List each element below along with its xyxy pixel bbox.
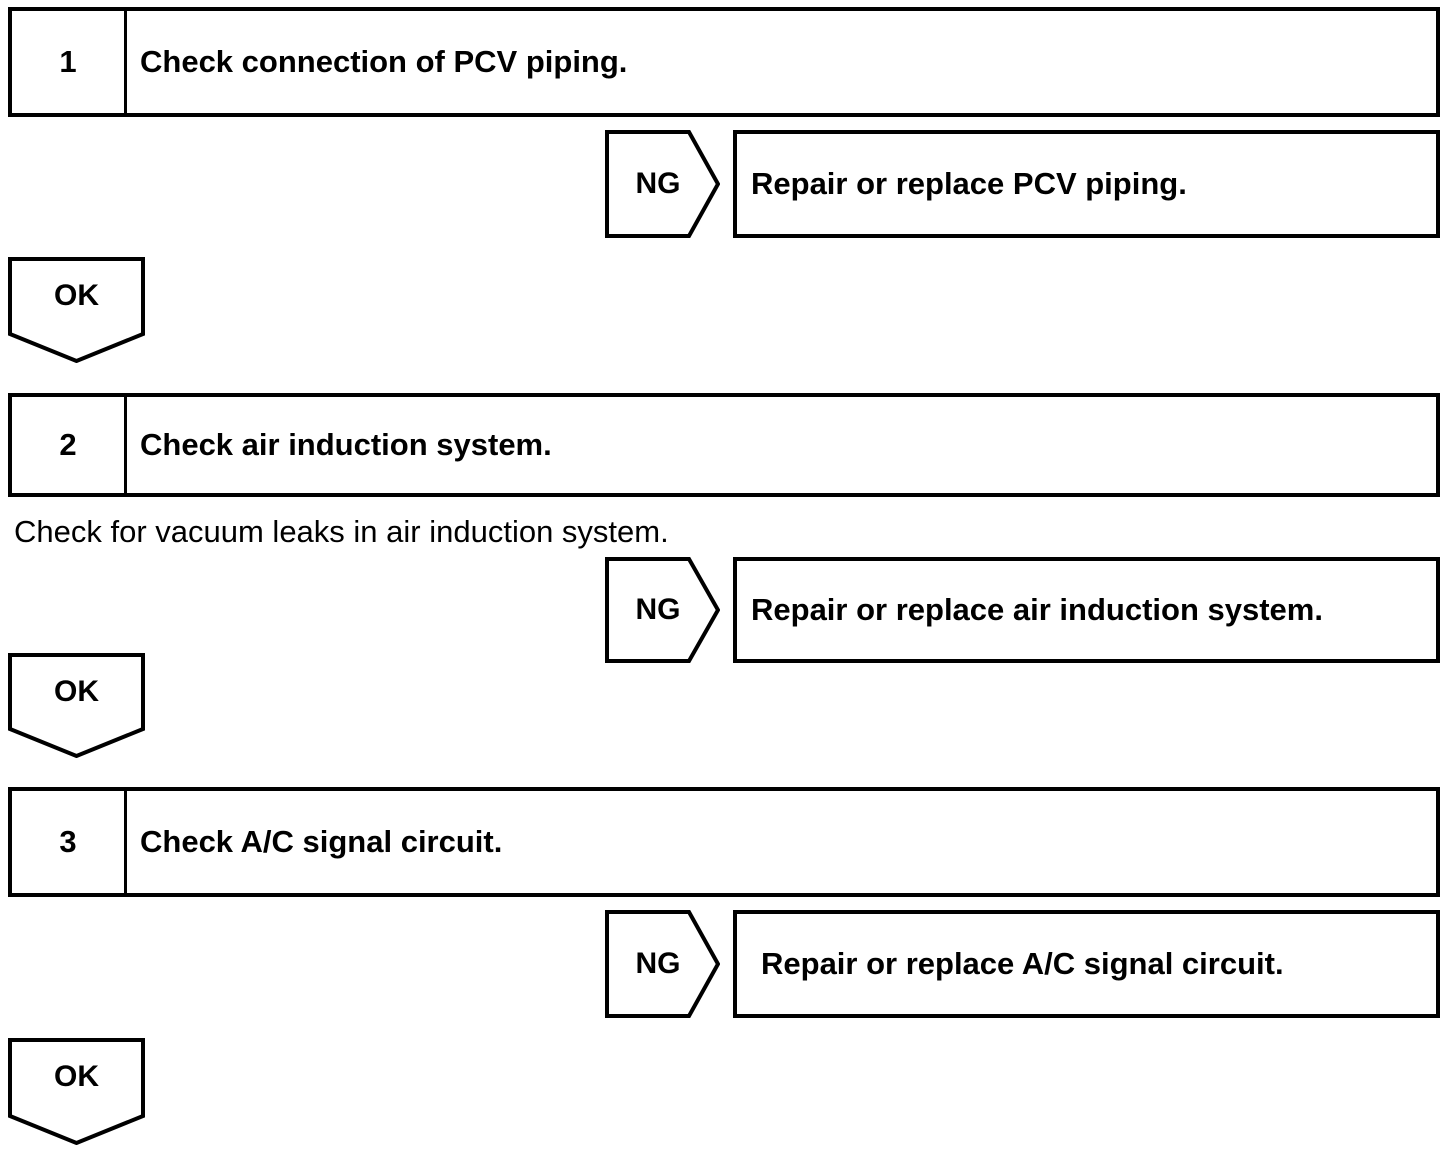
- step-number: 1: [12, 11, 127, 113]
- step-title: Check connection of PCV piping.: [140, 44, 628, 79]
- step-number: 3: [12, 791, 127, 893]
- ng-action-text: Repair or replace air induction system.: [751, 592, 1323, 627]
- ok-label: OK: [54, 1060, 99, 1093]
- ng-badge-2: NG: [605, 557, 720, 663]
- ng-action-text: Repair or replace A/C signal circuit.: [761, 946, 1284, 981]
- ok-badge-3: OK: [8, 1038, 145, 1145]
- ng-label: NG: [635, 167, 681, 200]
- ok-badge-1: OK: [8, 257, 145, 363]
- ok-pentagon-icon: [8, 257, 145, 363]
- step-box-3: 3 Check A/C signal circuit.: [8, 787, 1440, 897]
- ng-pentagon-icon: [605, 130, 720, 238]
- step-note-text: Check for vacuum leaks in air induction …: [14, 514, 669, 549]
- ok-pentagon-icon: [8, 653, 145, 758]
- step-box-1: 1 Check connection of PCV piping.: [8, 7, 1440, 117]
- ng-action-box-3: Repair or replace A/C signal circuit.: [733, 910, 1440, 1018]
- ng-action-box-2: Repair or replace air induction system.: [733, 557, 1440, 663]
- ok-badge-2: OK: [8, 653, 145, 758]
- ok-label: OK: [54, 279, 99, 312]
- step-title: Check A/C signal circuit.: [140, 824, 503, 859]
- ng-action-text: Repair or replace PCV piping.: [751, 166, 1187, 201]
- step-number: 2: [12, 397, 127, 493]
- step-title: Check air induction system.: [140, 427, 552, 462]
- ng-action-box-1: Repair or replace PCV piping.: [733, 130, 1440, 238]
- ok-label: OK: [54, 675, 99, 708]
- step-box-2: 2 Check air induction system.: [8, 393, 1440, 497]
- ng-label: NG: [635, 593, 681, 626]
- ng-pentagon-icon: [605, 910, 720, 1018]
- ng-badge-3: NG: [605, 910, 720, 1018]
- ng-pentagon-icon: [605, 557, 720, 663]
- ng-label: NG: [635, 947, 681, 980]
- ok-pentagon-icon: [8, 1038, 145, 1145]
- ng-badge-1: NG: [605, 130, 720, 238]
